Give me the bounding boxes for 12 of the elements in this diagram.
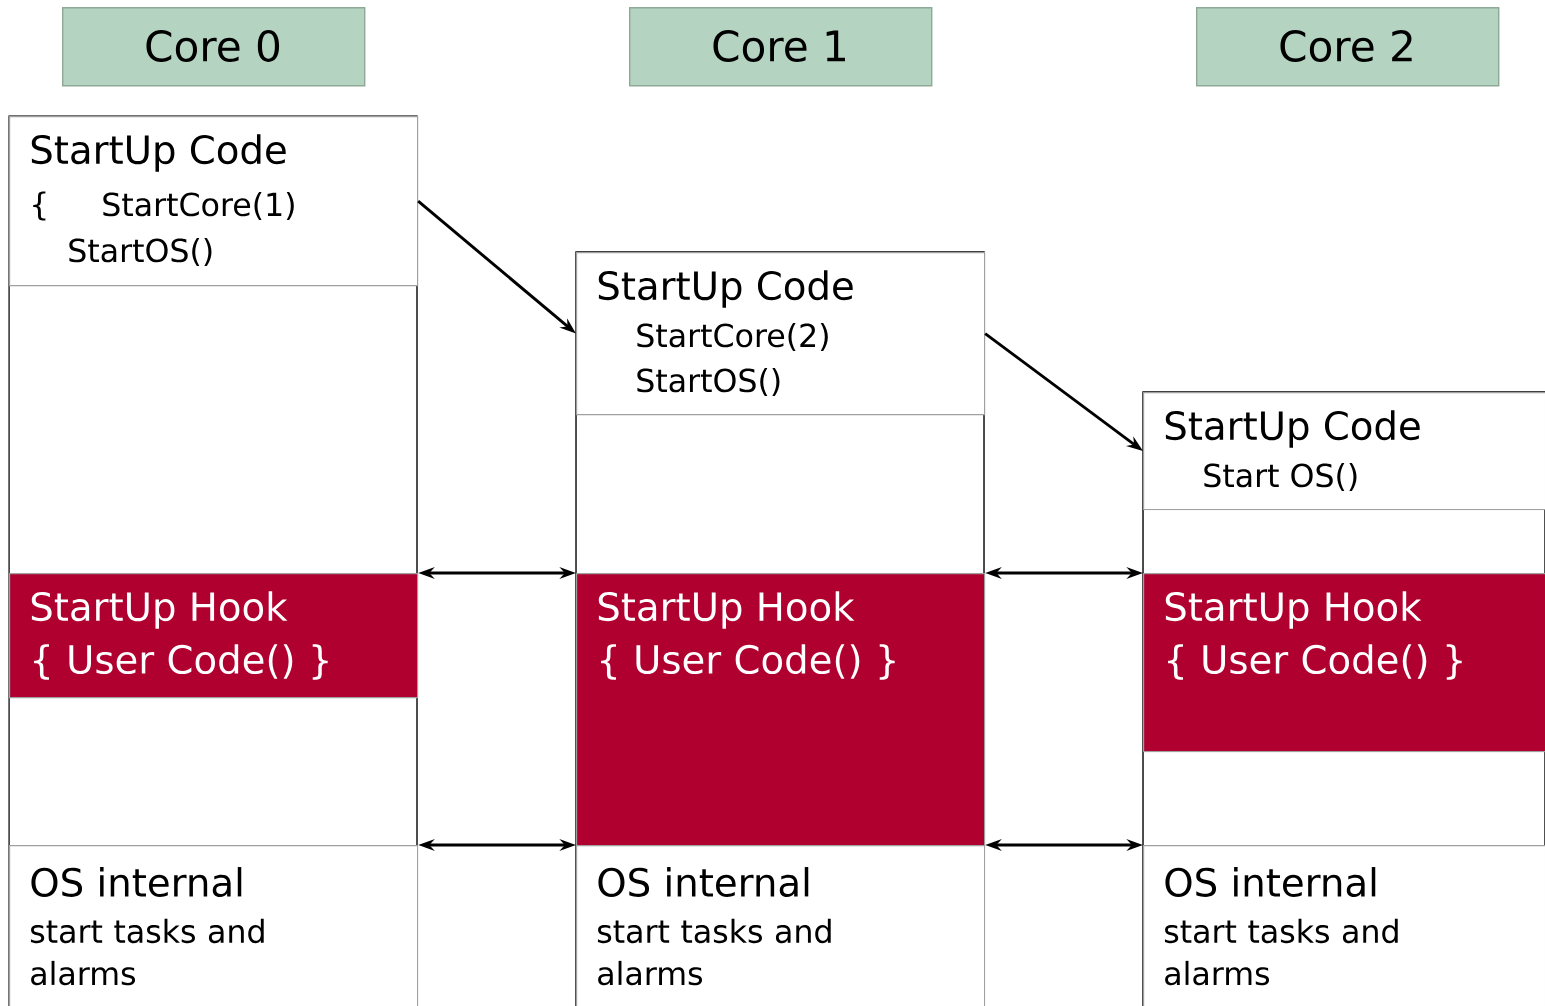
- hook-box: StartUp Hook { User Code() }: [9, 573, 419, 699]
- hook-box: StartUp Hook { User Code() }: [576, 573, 986, 847]
- code-box: StartUp Code StartCore(2) StartOS(): [576, 252, 986, 416]
- code-box: StartUp Code Start OS(): [1143, 392, 1545, 511]
- os-box: OS internal start tasks and alarms: [576, 845, 986, 1006]
- code-box: StartUp Code { StartCore(1) StartOS(): [9, 116, 419, 287]
- os-box: OS internal start tasks and alarms: [1143, 845, 1545, 1006]
- hook-box: StartUp Hook { User Code() }: [1143, 573, 1545, 753]
- os-box: OS internal start tasks and alarms: [9, 845, 419, 1006]
- header-box: Core 1: [629, 7, 933, 87]
- header-box: Core 0: [62, 7, 366, 87]
- header-box: Core 2: [1196, 7, 1500, 87]
